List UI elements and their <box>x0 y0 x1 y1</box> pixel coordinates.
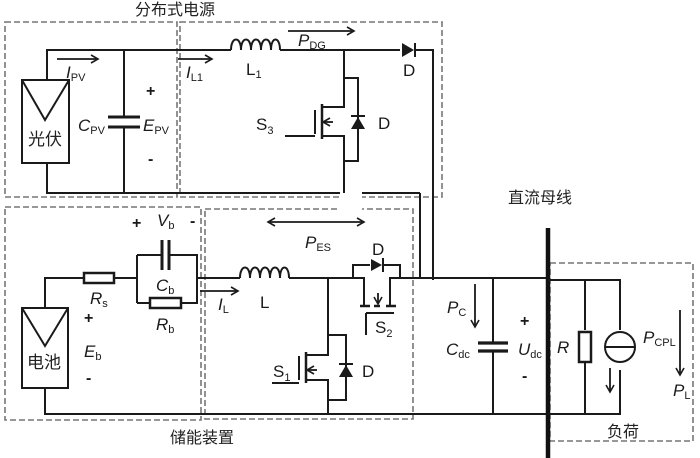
diode-output-wire <box>415 49 434 280</box>
section-title-distributed-source: 分布式电源 <box>135 0 215 19</box>
label-il: IL <box>218 295 229 316</box>
section-title-load: 负荷 <box>607 422 639 441</box>
label-d-s3: D <box>378 114 390 133</box>
label-d-top: D <box>403 61 415 80</box>
section-title-dc-bus: 直流母线 <box>508 188 572 207</box>
label-s3: S3 <box>256 115 273 137</box>
capacitor-cdc <box>478 341 508 353</box>
s1-gate <box>272 356 300 384</box>
label-eb: Eb <box>84 342 101 363</box>
cpv-capacitor <box>108 115 140 129</box>
pv-bottom-wire <box>46 163 420 194</box>
cb-rb-network <box>136 254 198 304</box>
label-epv: EPV <box>143 116 170 137</box>
pv-top-wire <box>46 49 231 80</box>
eb-minus: - <box>86 370 91 387</box>
label-pes: PES <box>305 233 331 254</box>
udc-minus: - <box>522 368 527 385</box>
label-s2: S2 <box>375 318 392 340</box>
label-l1: L1 <box>246 60 262 81</box>
inductor-l <box>239 266 290 279</box>
label-pcpl: PCPL <box>643 328 676 349</box>
resistor-rs <box>82 271 116 285</box>
s3-leads <box>343 78 359 193</box>
constant-power-load <box>604 331 636 363</box>
label-rb: Rb <box>156 315 174 336</box>
pv-panel-label: 光伏 <box>28 130 62 150</box>
label-cb: Cb <box>156 276 174 297</box>
diode-d-top <box>402 43 416 57</box>
label-il1: IL1 <box>186 63 203 84</box>
inductor-l1 <box>230 38 281 51</box>
battery-top-wire <box>44 277 84 308</box>
label-d-s1: D <box>362 362 374 381</box>
battery-label: 电池 <box>27 353 61 373</box>
s1-body <box>306 335 329 414</box>
vb-plus: + <box>132 215 141 232</box>
section-title-energy-storage: 储能装置 <box>170 428 234 447</box>
vb-minus: - <box>190 213 195 230</box>
battery: 电池 <box>21 307 69 389</box>
eb-plus: + <box>84 310 93 327</box>
load-wires <box>548 279 621 415</box>
label-d-s2: D <box>372 240 384 259</box>
pv-section-box <box>4 21 178 198</box>
label-pdg: PDG <box>298 31 326 52</box>
label-cdc: Cdc <box>446 340 470 361</box>
label-pl: PL <box>673 381 690 402</box>
label-pc: PC <box>447 298 466 319</box>
battery-section-box <box>4 206 202 421</box>
label-vb: Vb <box>157 211 174 232</box>
label-cpv: CPV <box>78 116 106 137</box>
s1-leads <box>327 278 347 414</box>
capacitor-cb <box>160 240 171 270</box>
label-l: L <box>260 293 269 312</box>
udc-plus: + <box>520 313 529 330</box>
label-udc: Udc <box>518 340 542 361</box>
boost-section-box <box>179 21 443 198</box>
battery-bottom-wire <box>44 388 548 415</box>
resistor-r <box>577 330 593 364</box>
s1-diode <box>339 363 353 377</box>
bidirectional-converter-box <box>204 208 414 420</box>
s2-diode <box>371 258 384 272</box>
resistor-rb <box>148 296 183 310</box>
s2-body <box>352 264 401 305</box>
label-ipv: IPV <box>66 63 86 84</box>
epv-minus: - <box>148 151 153 168</box>
label-s1: S1 <box>273 362 290 384</box>
epv-plus: + <box>146 83 155 100</box>
pv-panel: 光伏 <box>21 79 70 164</box>
s2-gate <box>365 312 394 335</box>
label-r: R <box>557 338 569 357</box>
label-rs: Rs <box>90 289 108 310</box>
s3-gate <box>285 110 316 137</box>
